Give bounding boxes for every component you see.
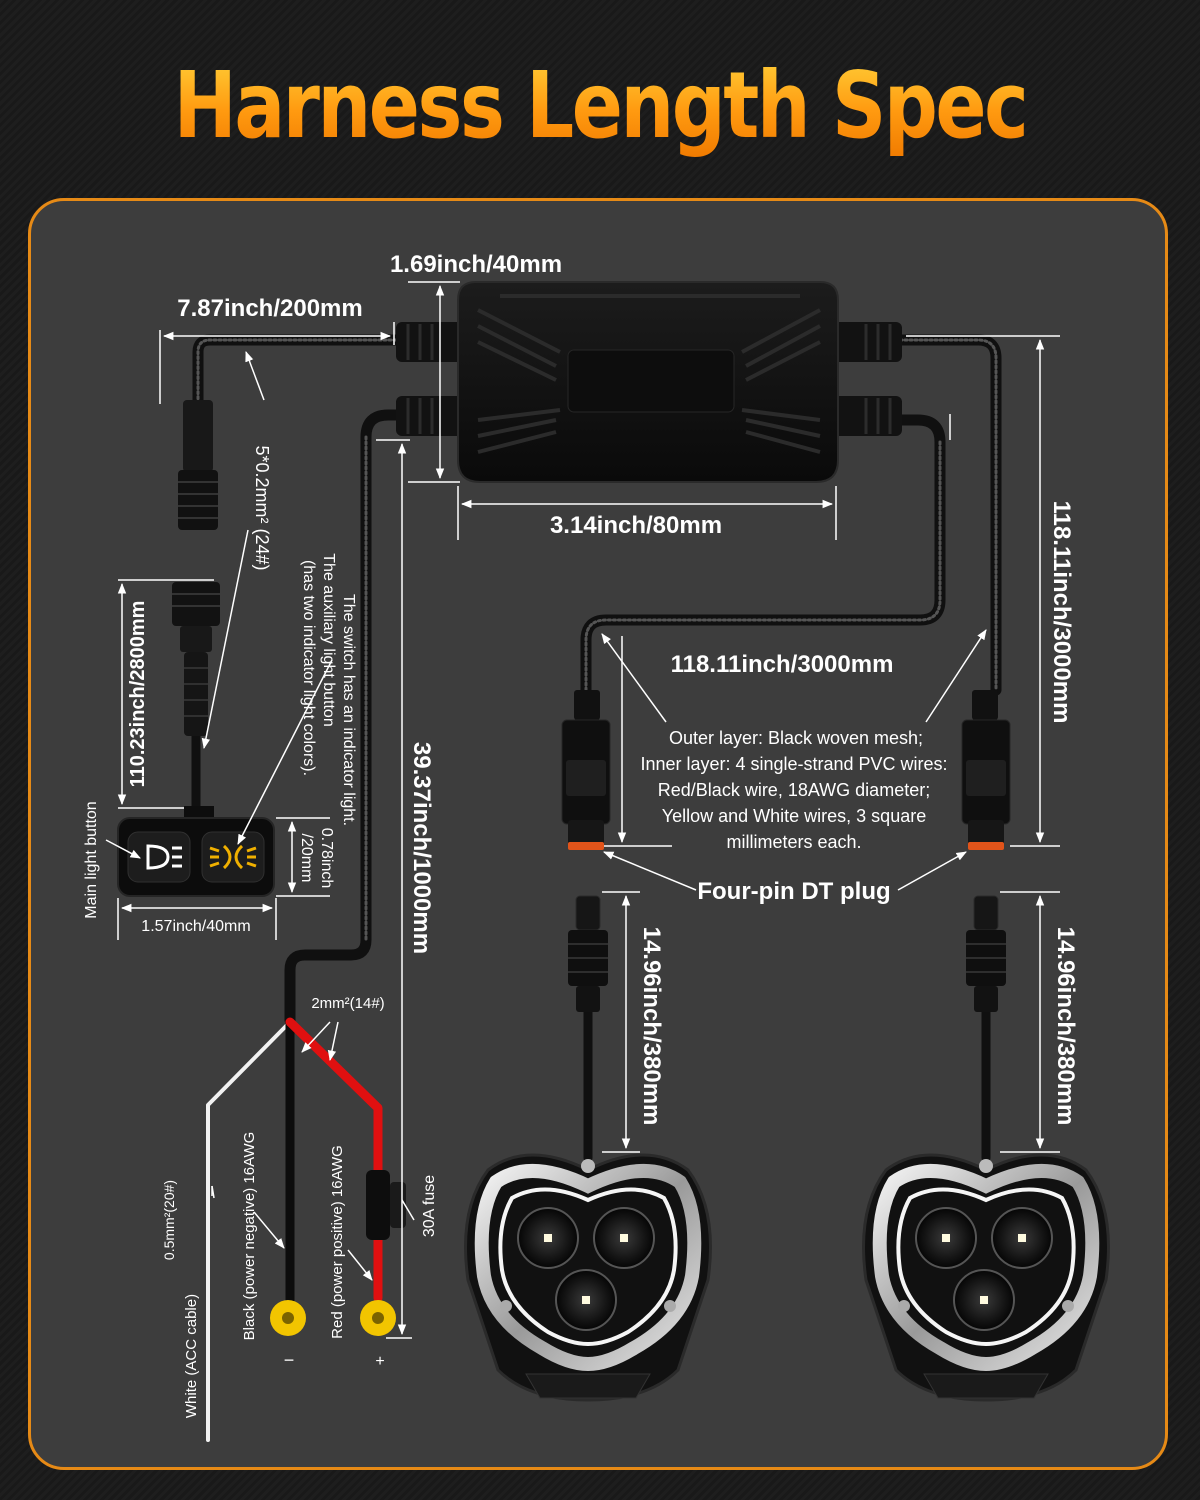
label-power-cable: 39.37inch/1000mm bbox=[408, 742, 435, 954]
label-switch-note-1: The switch has an indicator light. bbox=[340, 594, 357, 826]
page-title: Harness Length Spec bbox=[108, 52, 1092, 159]
wire-note-line: Outer layer: Black woven mesh; bbox=[669, 728, 923, 748]
label-black-cable: Black (power negative) 16AWG bbox=[241, 1132, 258, 1341]
label-pigtail-left: 14.96inch/380mm bbox=[638, 927, 665, 1126]
label-light-lead: 118.11inch/3000mm bbox=[671, 651, 894, 678]
light-pod-right bbox=[862, 1153, 1110, 1402]
control-box bbox=[396, 281, 902, 483]
label-minus: − bbox=[284, 1350, 295, 1370]
white-acc-wire bbox=[206, 1020, 292, 1442]
callout-lines bbox=[105, 351, 987, 1281]
negative-ring-terminal bbox=[270, 1300, 306, 1336]
switch-connector-top bbox=[178, 400, 218, 530]
label-red-cable: Red (power positive) 16AWG bbox=[329, 1145, 346, 1339]
light-plug-left bbox=[568, 895, 608, 1012]
light-plug-right bbox=[966, 895, 1006, 1012]
label-box-width: 3.14inch/80mm bbox=[550, 512, 722, 539]
label-fuse: 30A fuse bbox=[421, 1175, 438, 1237]
label-switch-height-1: 0.78inch bbox=[318, 828, 335, 889]
label-switch-height-2: /20mm bbox=[298, 834, 315, 883]
wire-note-line: Yellow and White wires, 3 square bbox=[662, 806, 926, 826]
label-pigtail-right: 14.96inch/380mm bbox=[1052, 927, 1079, 1126]
switch-lead-cable bbox=[192, 334, 402, 406]
label-switch-note-3: (has two indicator light colors). bbox=[300, 560, 317, 776]
wire-construction-note: Outer layer: Black woven mesh; Inner lay… bbox=[640, 728, 947, 852]
label-wire-gauge-switch: 5*0.2mm² (24#) bbox=[252, 445, 272, 570]
label-box-height: 1.69inch/40mm bbox=[390, 251, 562, 278]
label-white-gauge: 0.5mm²(20#) bbox=[161, 1180, 177, 1260]
label-white-cable: White (ACC cable) bbox=[183, 1294, 200, 1418]
switch-connector-bottom bbox=[172, 582, 220, 736]
wire-note-line: Inner layer: 4 single-strand PVC wires: bbox=[640, 754, 947, 774]
label-switch-note-2: The auxiliary light button bbox=[320, 553, 337, 726]
dt-plug-left bbox=[561, 690, 611, 850]
label-right-lead: 118.11inch/3000mm bbox=[1048, 501, 1075, 724]
wire-note-line: millimeters each. bbox=[726, 832, 861, 852]
fuse-holder bbox=[366, 1170, 406, 1240]
dimension-labels: 1.69inch/40mm 7.87inch/200mm 3.14inch/80… bbox=[127, 251, 1079, 1125]
dt-plug-right bbox=[961, 690, 1011, 850]
light-pod-left bbox=[464, 1153, 712, 1402]
label-wire-gauge-power: 2mm²(14#) bbox=[311, 995, 384, 1012]
handlebar-switch bbox=[117, 806, 275, 897]
power-cable bbox=[284, 409, 402, 1026]
label-switch-lead: 7.87inch/200mm bbox=[177, 295, 362, 322]
label-switch-width: 1.57inch/40mm bbox=[141, 918, 250, 935]
dimension-lines bbox=[117, 281, 1060, 1339]
label-switch-cable: 110.23inch/2800mm bbox=[127, 601, 149, 788]
wire-note-line: Red/Black wire, 18AWG diameter; bbox=[658, 780, 930, 800]
headlight-icon bbox=[146, 844, 182, 870]
label-main-light-button: Main light button bbox=[83, 801, 100, 918]
positive-ring-terminal bbox=[360, 1300, 396, 1336]
auxiliary-light-icon bbox=[209, 844, 257, 870]
label-dt-plug: Four-pin DT plug bbox=[697, 878, 890, 905]
label-plus: + bbox=[375, 1353, 384, 1370]
small-labels: 1.57inch/40mm 0.78inch /20mm 5*0.2mm² (2… bbox=[83, 445, 891, 1418]
